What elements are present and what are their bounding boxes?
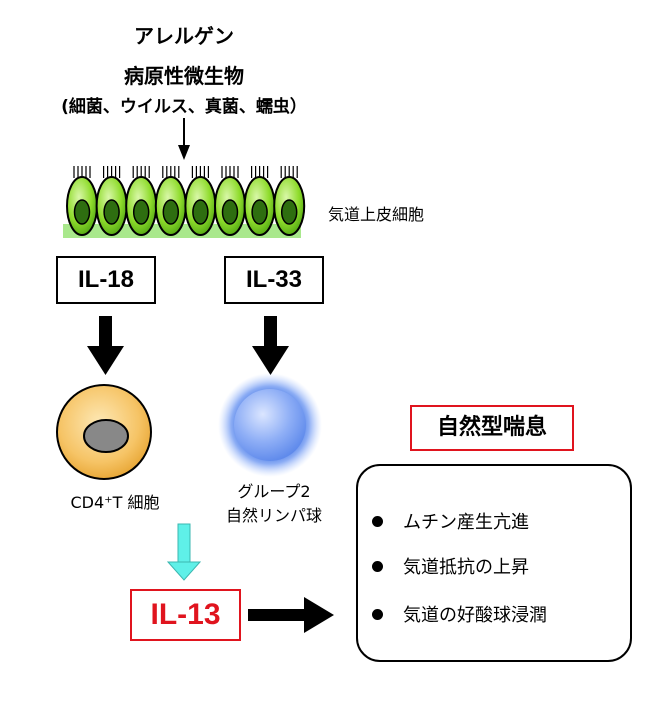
source-arrow [178,118,190,160]
ilc2-label-line2: 自然リンパ球 [225,506,322,525]
asthma-title: 自然型喘息 [410,405,574,451]
il18-arrow [87,316,124,375]
ilc2-label-line1: グループ2 [237,482,311,501]
cd4-label: CD4⁺T 細胞 [70,493,160,512]
cd4-t-cell [56,384,152,480]
epithelial-cells [66,176,306,236]
asthma-features-box [356,464,632,662]
epithelial-nucleus [162,199,180,225]
bullet-icon [372,608,383,620]
cilia [73,166,298,178]
feature-text: 気道の好酸球浸潤 [403,605,547,626]
source-examples: (細菌、ウイルス、真菌、蠕虫） [61,97,307,117]
il18-box: IL-18 [56,256,156,304]
cyan-arrow [166,523,202,581]
feature-item: ムチン産生亢進 [372,508,529,534]
epithelial-nucleus [103,199,120,225]
epithelial-nucleus [132,199,150,225]
bullet-icon [372,560,383,572]
epithelial-nucleus [73,199,91,225]
source-allergen: アレルゲン [134,24,234,48]
il13-box: IL-13 [130,589,241,641]
feature-item: 気道の好酸球浸潤 [372,601,547,627]
il33-arrow [252,316,289,375]
feature-text: 気道抵抗の上昇 [403,557,529,578]
source-pathogens: 病原性微生物 [124,64,244,88]
airway-epithelium [63,166,306,238]
feature-text: ムチン産生亢進 [403,512,529,533]
epithelial-nucleus [221,199,239,225]
ilc2-cell [218,373,322,477]
bullet-icon [372,515,383,527]
epithelial-nucleus [251,199,268,225]
epithelial-nucleus [192,199,209,225]
il13-arrow [248,597,334,633]
cd4-nucleus [83,419,129,453]
feature-item: 気道抵抗の上昇 [372,553,529,579]
epithelial-nucleus [280,199,298,225]
epithelium-label: 気道上皮細胞 [328,205,425,224]
il33-box: IL-33 [224,256,324,304]
